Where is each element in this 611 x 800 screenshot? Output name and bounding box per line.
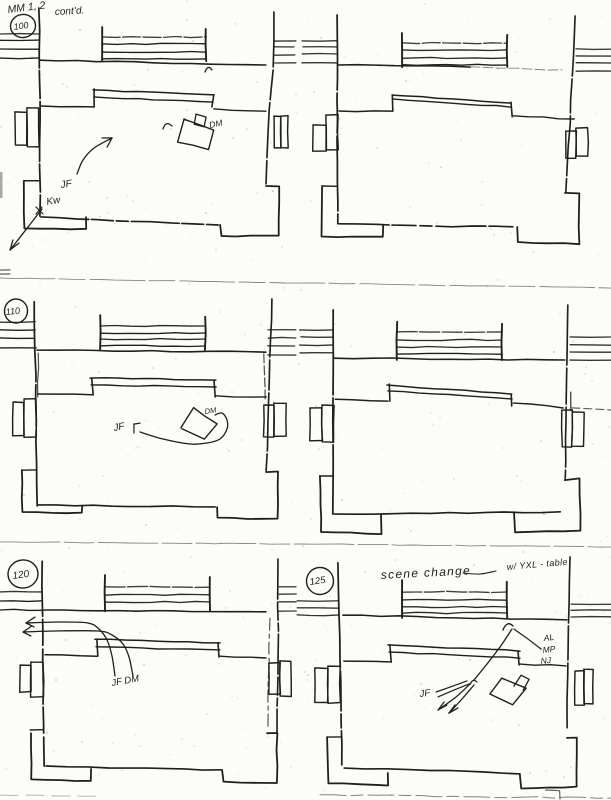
svg-text:110: 110 (5, 306, 20, 317)
svg-text:cont’d.: cont’d. (55, 5, 85, 18)
svg-text:MP: MP (542, 644, 556, 655)
svg-text:JF DM: JF DM (110, 673, 140, 689)
svg-text:DM: DM (208, 117, 224, 130)
svg-text:125: 125 (309, 575, 327, 588)
svg-text:120: 120 (12, 569, 30, 582)
svg-text:NJ: NJ (540, 655, 552, 666)
svg-text:JF: JF (418, 687, 432, 700)
svg-text:100: 100 (13, 20, 29, 32)
svg-text:MM 1, 2: MM 1, 2 (7, 0, 46, 16)
svg-text:DM: DM (204, 405, 218, 416)
svg-text:Kw: Kw (46, 195, 62, 208)
svg-text:scene change: scene change (380, 563, 471, 582)
svg-text:AL: AL (542, 632, 555, 643)
svg-text:JF: JF (59, 178, 73, 191)
svg-text:JF: JF (112, 421, 127, 434)
